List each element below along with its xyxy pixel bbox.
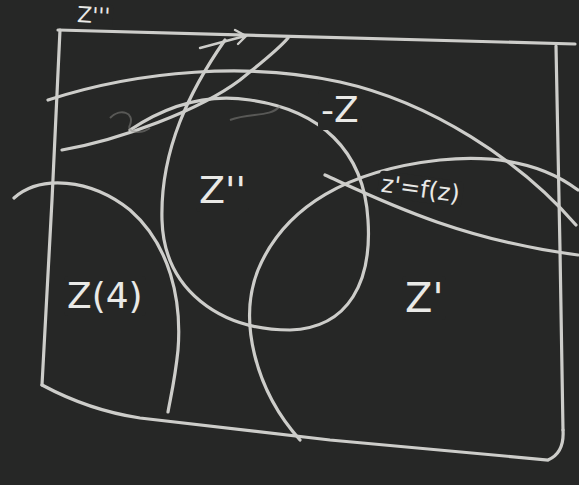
chalk-label: Z''' bbox=[73, 3, 113, 29]
frame-right bbox=[556, 46, 563, 430]
upper-arrow-mark bbox=[200, 30, 246, 48]
chalk-label: -Z bbox=[318, 90, 362, 130]
erased-scribble bbox=[110, 106, 280, 132]
chalk-label: Z'' bbox=[196, 170, 249, 212]
frame-left bbox=[42, 30, 60, 385]
chalk-label: Z' bbox=[402, 276, 446, 320]
chalk-label: Z(4) bbox=[64, 276, 146, 316]
frame-bottom bbox=[42, 385, 563, 460]
middle-circle bbox=[130, 40, 368, 330]
frame-top bbox=[58, 30, 575, 44]
left-ellipse bbox=[14, 183, 179, 412]
right-ellipse bbox=[250, 158, 578, 440]
